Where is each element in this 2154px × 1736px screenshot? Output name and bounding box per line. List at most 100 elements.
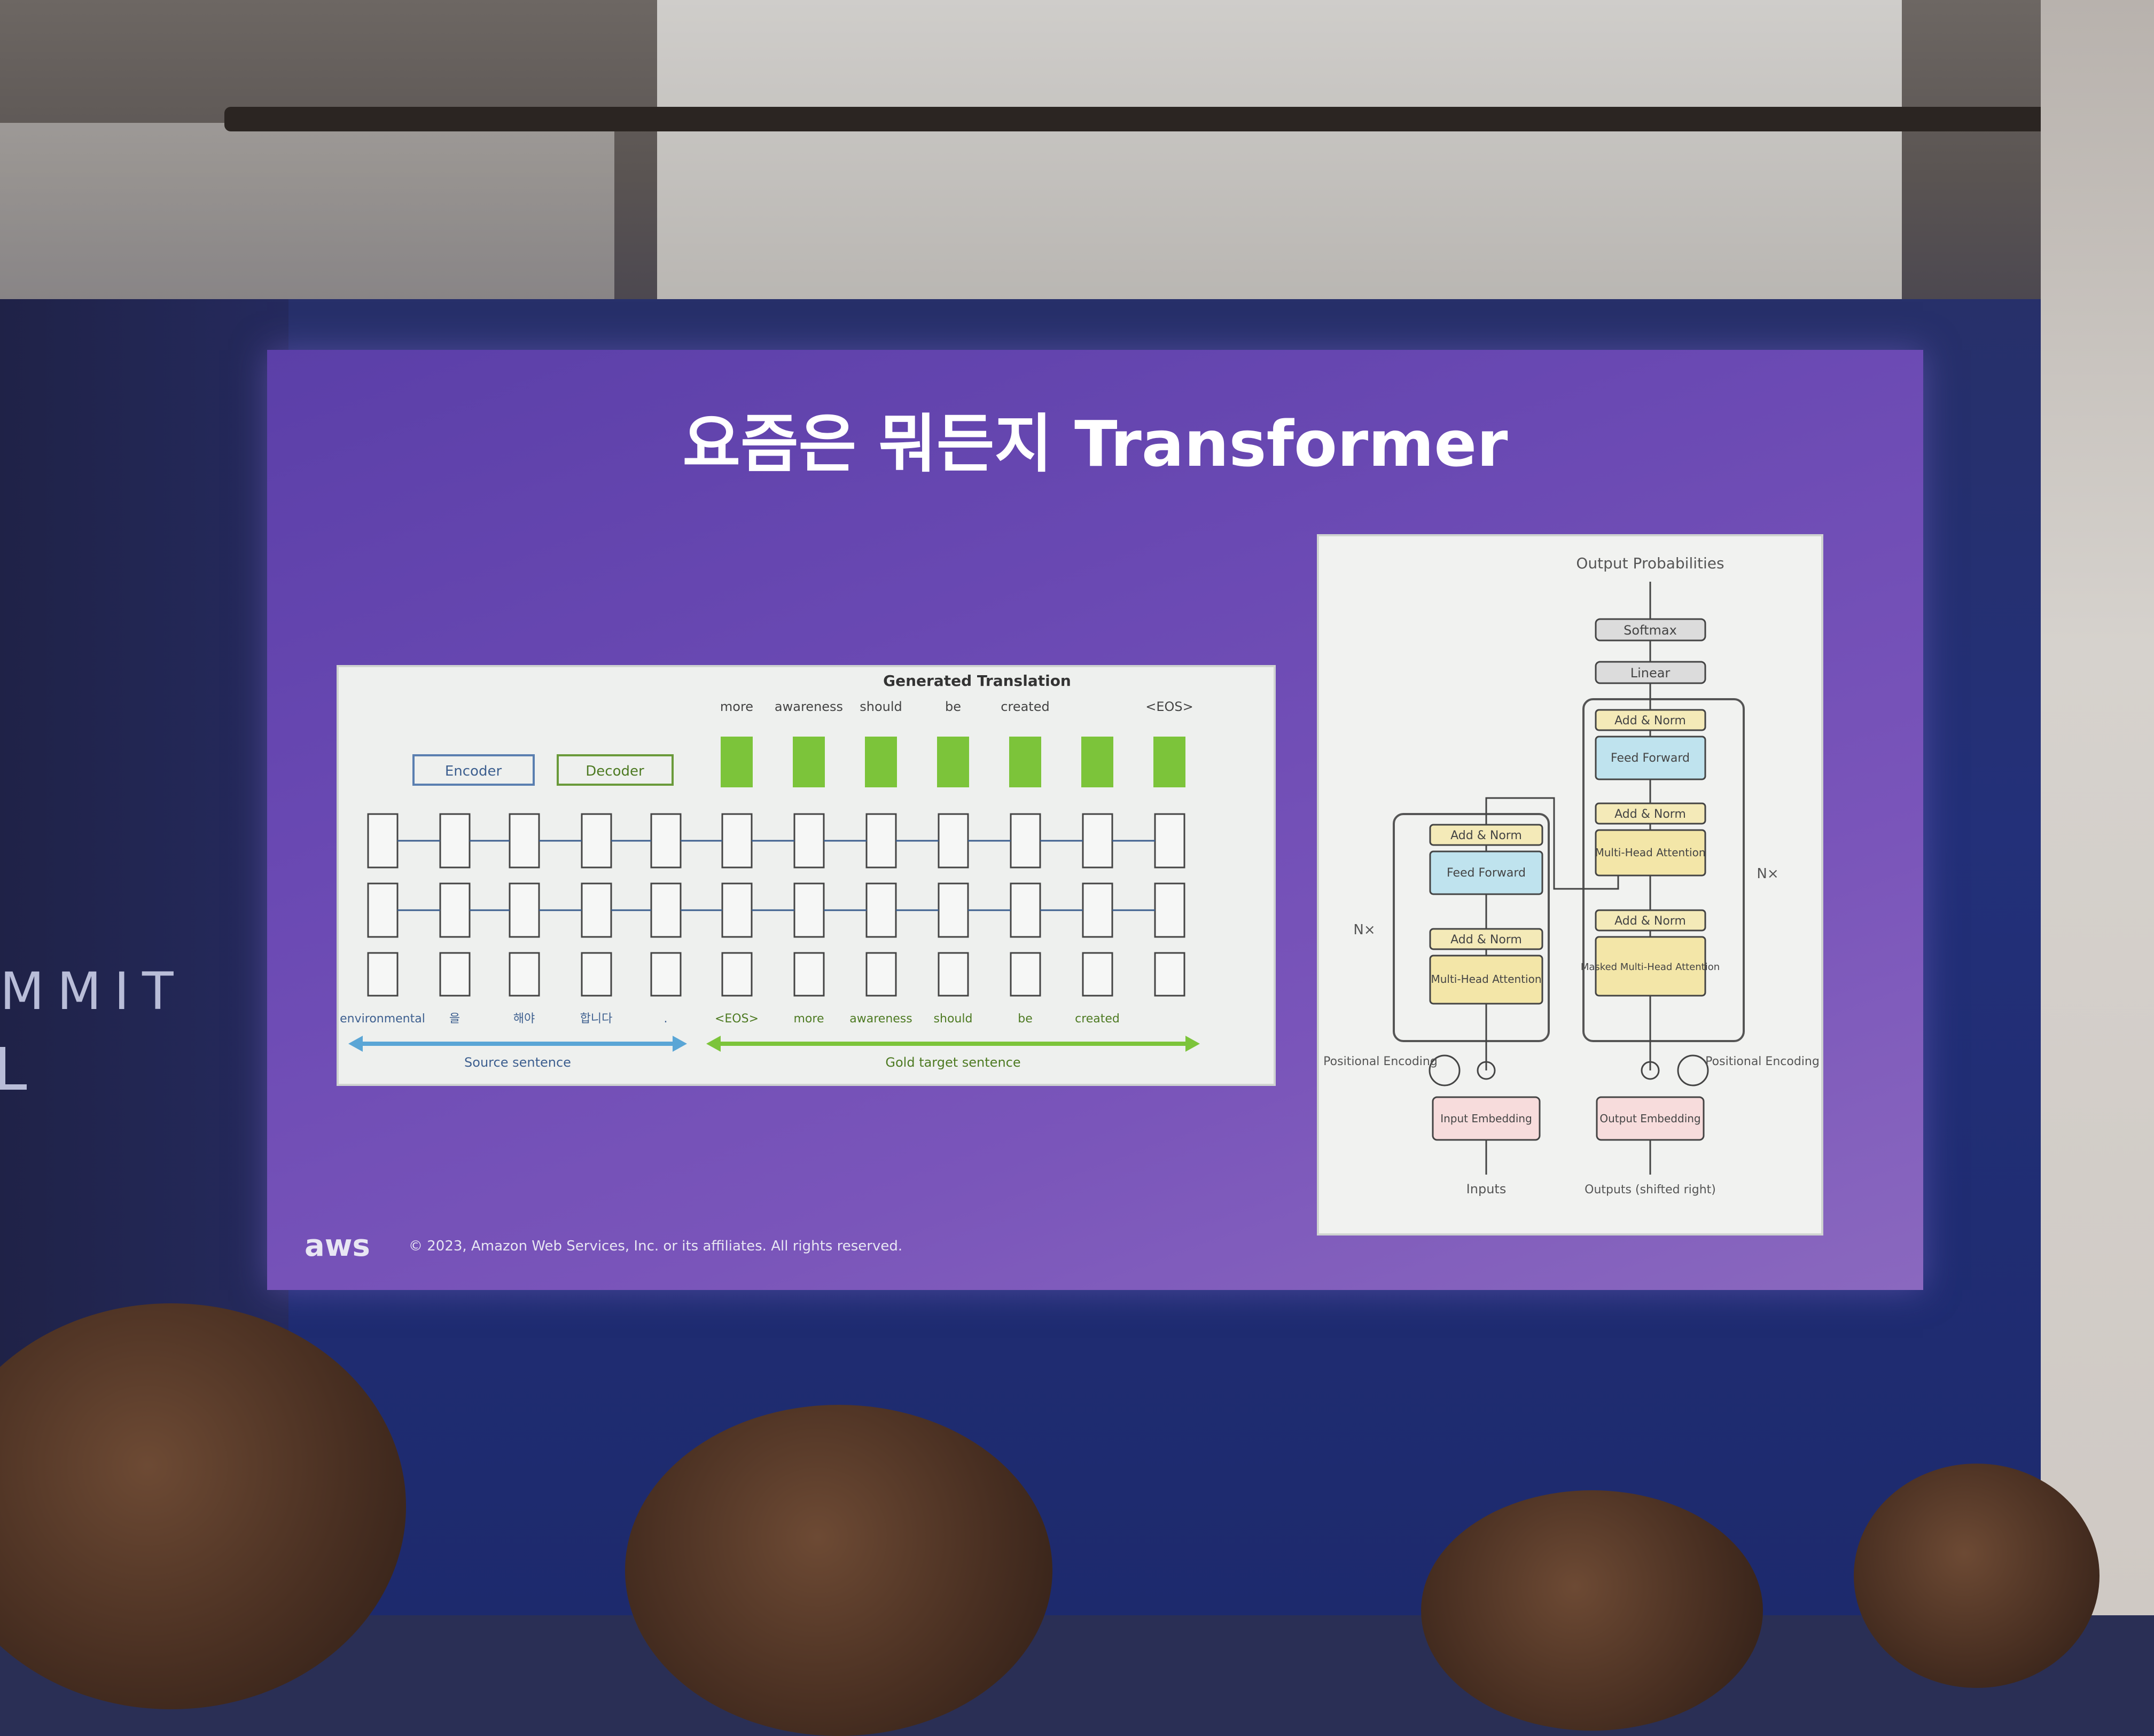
generated-translation-label: Generated Translation xyxy=(883,672,1071,690)
rnn-cell xyxy=(367,882,399,938)
event-backdrop-mark xyxy=(0,1047,27,1090)
output-probabilities-label: Output Probabilities xyxy=(1576,554,1724,572)
side-wall xyxy=(2041,0,2154,1615)
rnn-cell xyxy=(1154,813,1185,869)
decoder-stack xyxy=(1582,698,1745,1042)
source-word: . xyxy=(664,1012,668,1026)
decoder-box xyxy=(557,754,674,786)
decoder-add-icon xyxy=(1641,1061,1660,1080)
rnn-cell xyxy=(367,813,399,869)
encoder-box xyxy=(412,754,535,786)
audience-head xyxy=(625,1405,1052,1736)
rnn-cell xyxy=(793,813,825,869)
transformer-architecture-figure: Output Probabilities Softmax Linear Add … xyxy=(1317,534,1823,1235)
linear-label: Linear xyxy=(1630,666,1671,681)
decoder-multi-head-attention-label: Multi-Head Attention xyxy=(1595,846,1705,859)
encoder-label: Encoder xyxy=(445,763,502,779)
embedding-cell xyxy=(1010,952,1041,997)
embedding-layer xyxy=(367,952,1185,997)
target-word: <EOS> xyxy=(715,1012,759,1026)
source-word: 을 xyxy=(449,1012,460,1026)
embedding-cell xyxy=(581,952,612,997)
rnn-cell xyxy=(865,813,897,869)
audience-head xyxy=(1854,1464,2100,1688)
softmax-cell xyxy=(793,737,825,787)
target-word: be xyxy=(1018,1012,1033,1026)
encoder-positional-encoding-icon xyxy=(1429,1054,1461,1086)
outputs-label: Outputs (shifted right) xyxy=(1585,1183,1716,1197)
decoder-nx-label: N× xyxy=(1757,866,1778,882)
decoder-add-norm-1-label: Add & Norm xyxy=(1614,914,1686,928)
rnn-cell xyxy=(1010,882,1041,938)
inputs-label: Inputs xyxy=(1466,1182,1507,1197)
hidden-layer-2 xyxy=(367,813,1185,869)
rnn-cell xyxy=(650,882,682,938)
softmax-cell xyxy=(1009,737,1041,787)
source-words: environmental 을 해야 합니다 . xyxy=(340,1012,667,1026)
encoder-add-norm-1-label: Add & Norm xyxy=(1450,933,1522,947)
rnn-cell xyxy=(509,882,540,938)
source-sentence-label: Source sentence xyxy=(464,1055,571,1070)
embedding-cell xyxy=(938,952,969,997)
rnn-cell xyxy=(721,813,753,869)
stage-backdrop-left xyxy=(0,299,288,1367)
aws-logo: aws xyxy=(305,1229,370,1263)
output-words: more awareness should be created <EOS> xyxy=(720,699,1193,714)
slide-footer: © 2023, Amazon Web Services, Inc. or its… xyxy=(409,1238,903,1254)
rnn-cell xyxy=(793,882,825,938)
decoder-label: Decoder xyxy=(586,763,644,779)
target-word: more xyxy=(794,1012,824,1026)
source-word: environmental xyxy=(340,1012,425,1026)
target-arrow-head-right xyxy=(1185,1036,1200,1052)
embedding-cell xyxy=(650,952,682,997)
audience-head xyxy=(1421,1490,1763,1731)
rnn-cell xyxy=(938,882,969,938)
rnn-cell xyxy=(439,813,471,869)
source-arrow-head-left xyxy=(348,1036,363,1052)
transformer-figure-svg: Output Probabilities Softmax Linear Add … xyxy=(1323,554,1820,1197)
output-word: created xyxy=(1001,699,1049,714)
softmax-layer xyxy=(721,737,1185,787)
decoder-add-norm-3-label: Add & Norm xyxy=(1614,714,1686,728)
decoder-add-norm-2-label: Add & Norm xyxy=(1614,808,1686,821)
encoder-positional-encoding-label: Positional Encoding xyxy=(1323,1055,1438,1068)
output-embedding-label: Output Embedding xyxy=(1599,1112,1700,1125)
target-word: should xyxy=(934,1012,973,1026)
input-embedding-label: Input Embedding xyxy=(1440,1112,1532,1125)
source-word: 합니다 xyxy=(580,1012,613,1026)
output-word: should xyxy=(860,699,902,714)
softmax-cell xyxy=(865,737,897,787)
decoder-positional-encoding-label: Positional Encoding xyxy=(1705,1055,1820,1068)
source-word: 해야 xyxy=(513,1012,535,1026)
encoder-feed-forward-label: Feed Forward xyxy=(1447,866,1526,880)
softmax-cell xyxy=(721,737,753,787)
output-word: more xyxy=(720,699,753,714)
softmax-cell xyxy=(1081,737,1113,787)
encoder-stack xyxy=(1393,813,1550,1042)
rnn-cell xyxy=(865,882,897,938)
embedding-cell xyxy=(721,952,753,997)
output-word: <EOS> xyxy=(1145,699,1193,714)
target-sentence-label: Gold target sentence xyxy=(885,1055,1020,1070)
embedding-cell xyxy=(1154,952,1185,997)
target-word: created xyxy=(1075,1012,1120,1026)
encoder-add-icon xyxy=(1477,1061,1496,1080)
rnn-cell xyxy=(509,813,540,869)
embedding-cell xyxy=(1082,952,1113,997)
rnn-cell xyxy=(650,813,682,869)
target-word: awareness xyxy=(849,1012,912,1026)
source-arrow-head-right xyxy=(673,1036,687,1052)
rnn-cell xyxy=(1154,882,1185,938)
encoder-add-norm-2-label: Add & Norm xyxy=(1450,829,1522,842)
rnn-cell xyxy=(938,813,969,869)
rnn-translation-figure: Generated Translation more awareness sho… xyxy=(337,665,1276,1086)
recurrent-connections xyxy=(397,840,1155,911)
rnn-cell xyxy=(721,882,753,938)
softmax-cell xyxy=(937,737,969,787)
masked-multi-head-attention-label: Masked Multi-Head Attention xyxy=(1581,961,1720,973)
event-backdrop-text: MMIT xyxy=(0,961,186,1021)
decoder-feed-forward-label: Feed Forward xyxy=(1611,752,1690,765)
target-words: <EOS> more awareness should be created xyxy=(715,1012,1120,1026)
ceiling-panel-center xyxy=(657,0,1902,304)
output-word: awareness xyxy=(775,699,843,714)
